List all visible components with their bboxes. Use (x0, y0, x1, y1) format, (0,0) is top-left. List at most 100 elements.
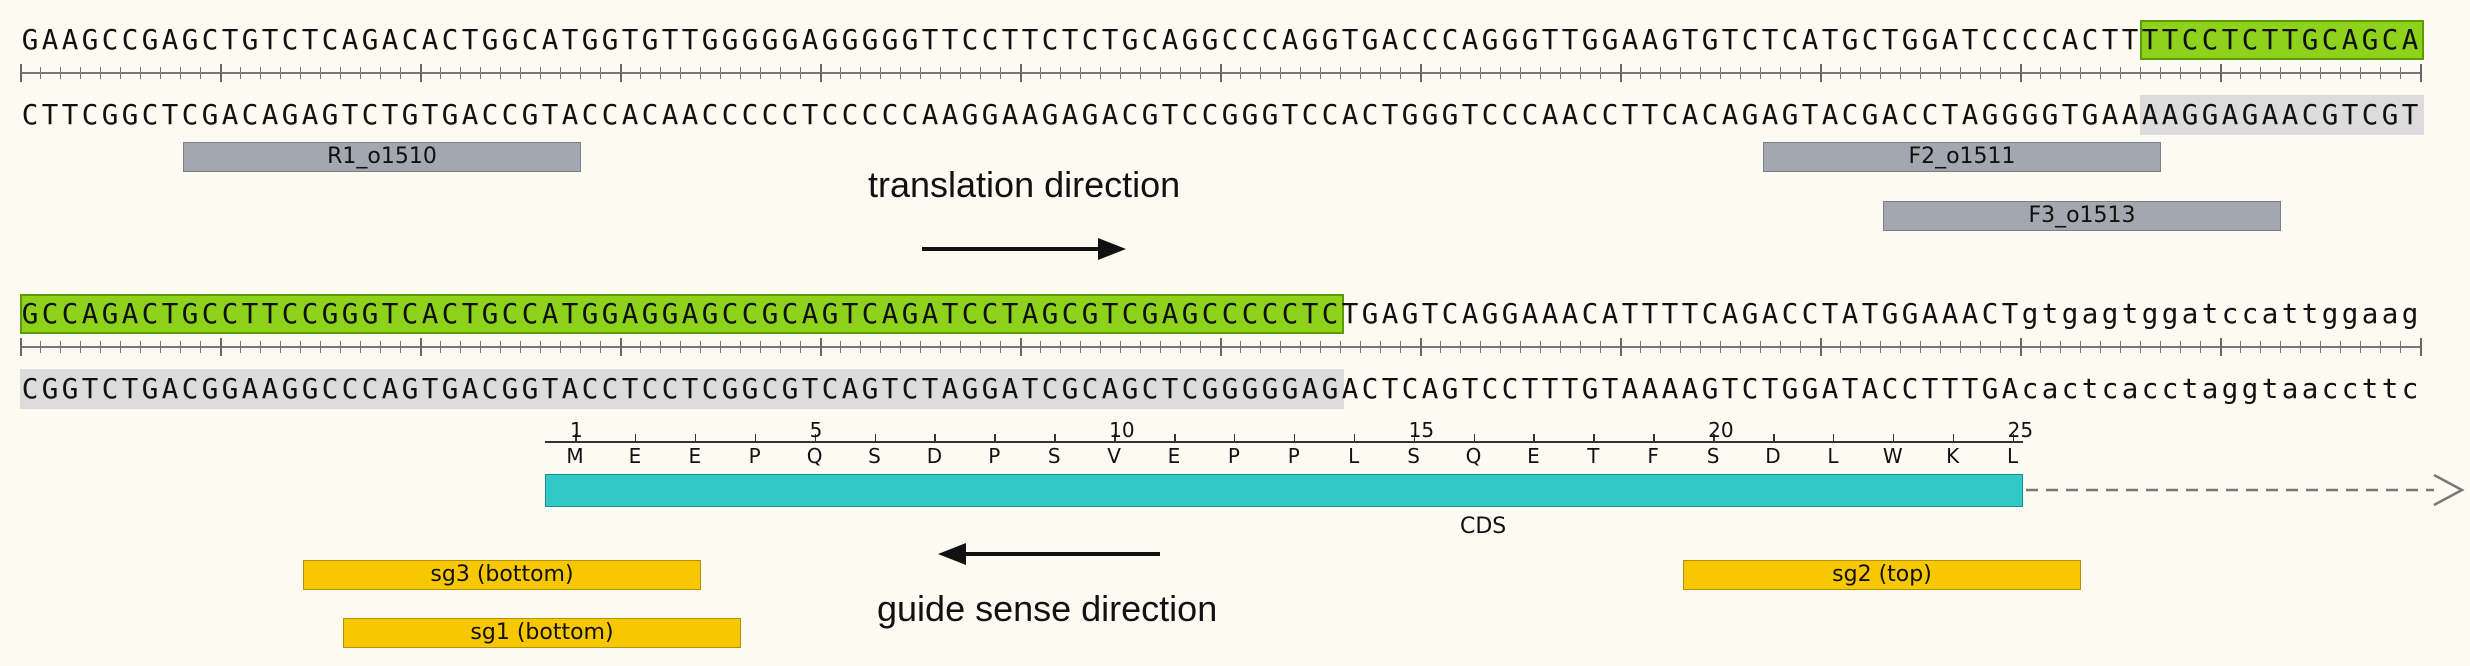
ruler-tick (340, 341, 341, 353)
ruler-tick (1080, 341, 1081, 353)
protein-tick (1892, 434, 1895, 442)
protein-tick (1832, 434, 1835, 442)
ruler-tick (740, 341, 741, 353)
guide-sg2[interactable]: sg2 (top) (1683, 560, 2081, 590)
ruler-tick (2400, 341, 2401, 353)
ruler-tick (40, 341, 41, 353)
ruler-tick (2380, 67, 2381, 79)
ruler-tick (520, 341, 521, 353)
protein-tick (1054, 434, 1056, 442)
amino-acid: P (1287, 444, 1300, 468)
ruler-tick (2100, 67, 2101, 79)
ruler-tick (1300, 341, 1301, 353)
protein-tick (1593, 434, 1595, 442)
ruler-tick (1000, 67, 1001, 79)
ruler-tick (80, 67, 81, 79)
amino-acid: P (1227, 444, 1240, 468)
ruler-tick (1040, 341, 1041, 353)
ruler-tick (1480, 67, 1481, 79)
primer-r1[interactable]: R1_o1510 (183, 142, 581, 172)
ruler-tick (1440, 67, 1441, 79)
ruler-tick (420, 338, 422, 356)
guide-sg1[interactable]: sg1 (bottom) (343, 618, 741, 648)
ruler-tick (20, 64, 22, 82)
ruler-tick (400, 341, 401, 353)
ruler-tick (2420, 64, 2422, 82)
protein-tick (874, 434, 876, 442)
ruler-tick (480, 341, 481, 353)
ruler-tick (280, 341, 281, 353)
amino-acid: L (1348, 444, 1360, 468)
ruler-tick (1860, 67, 1861, 79)
ruler-tick (1540, 341, 1541, 353)
ruler-tick (980, 67, 981, 79)
ruler-tick (620, 64, 622, 82)
cds-continuation-arrow (2026, 473, 2465, 507)
ruler-tick (340, 67, 341, 79)
ruler-tick (620, 338, 622, 356)
ruler-tick (1900, 341, 1901, 353)
primer-f2[interactable]: F2_o1511 (1763, 142, 2161, 172)
ruler-tick (440, 67, 441, 79)
ruler-tick (1020, 338, 1022, 356)
protein-tick (1174, 434, 1176, 442)
ruler-tick (2140, 67, 2141, 79)
ruler-tick (1220, 338, 1222, 356)
ruler-tick (600, 341, 601, 353)
guide-sg3[interactable]: sg3 (bottom) (303, 560, 701, 590)
ruler-tick (1160, 341, 1161, 353)
ruler-tick (240, 341, 241, 353)
ruler-tick (2160, 341, 2161, 353)
ruler-tick (20, 338, 22, 356)
residue-number: 20 (1708, 418, 1734, 442)
amino-acid: P (988, 444, 1001, 468)
ruler-tick (680, 67, 681, 79)
ruler-tick (2320, 341, 2321, 353)
ruler-tick (2120, 67, 2121, 79)
amino-acid: W (1882, 444, 1903, 468)
track2-ruler (20, 338, 2422, 356)
ruler-tick (1680, 67, 1681, 79)
ruler-tick (800, 341, 801, 353)
ruler-tick (2280, 67, 2281, 79)
ruler-tick (540, 67, 541, 79)
residue-number: 15 (1408, 418, 1435, 442)
ruler-tick (1760, 67, 1761, 79)
ruler-tick (240, 67, 241, 79)
ruler-tick (1280, 67, 1281, 79)
amino-acid: M (566, 444, 584, 468)
ruler-tick (1260, 67, 1261, 79)
ruler-tick (1320, 341, 1321, 353)
amino-acid: L (2007, 444, 2019, 468)
primer-f3[interactable]: F3_o1513 (1883, 201, 2281, 231)
cds-feature[interactable] (545, 474, 2023, 507)
ruler-tick (1220, 64, 1222, 82)
protein-tick (2012, 434, 2015, 442)
ruler-tick (380, 67, 381, 79)
ruler-tick (1720, 341, 1721, 353)
ruler-tick (720, 67, 721, 79)
protein-tick (814, 434, 817, 442)
ruler-tick (980, 341, 981, 353)
amino-acid: T (1587, 444, 1600, 468)
ruler-tick (1580, 341, 1581, 353)
amino-acid: E (628, 444, 642, 468)
ruler-tick (2340, 341, 2341, 353)
ruler-tick (1880, 67, 1881, 79)
protein-tick (1473, 434, 1475, 442)
ruler-tick (380, 341, 381, 353)
ruler-tick (1180, 341, 1181, 353)
ruler-tick (440, 341, 441, 353)
amino-acid: D (926, 444, 943, 468)
amino-acid: S (1047, 444, 1061, 468)
guide-sense-direction-arrow (938, 543, 1160, 565)
ruler-tick (320, 341, 321, 353)
ruler-tick (1700, 341, 1701, 353)
ruler-tick (1840, 67, 1841, 79)
ruler-tick (1880, 341, 1881, 353)
protein-tick (634, 434, 637, 442)
amino-acid: F (1647, 444, 1659, 468)
ruler-tick (2240, 341, 2241, 353)
